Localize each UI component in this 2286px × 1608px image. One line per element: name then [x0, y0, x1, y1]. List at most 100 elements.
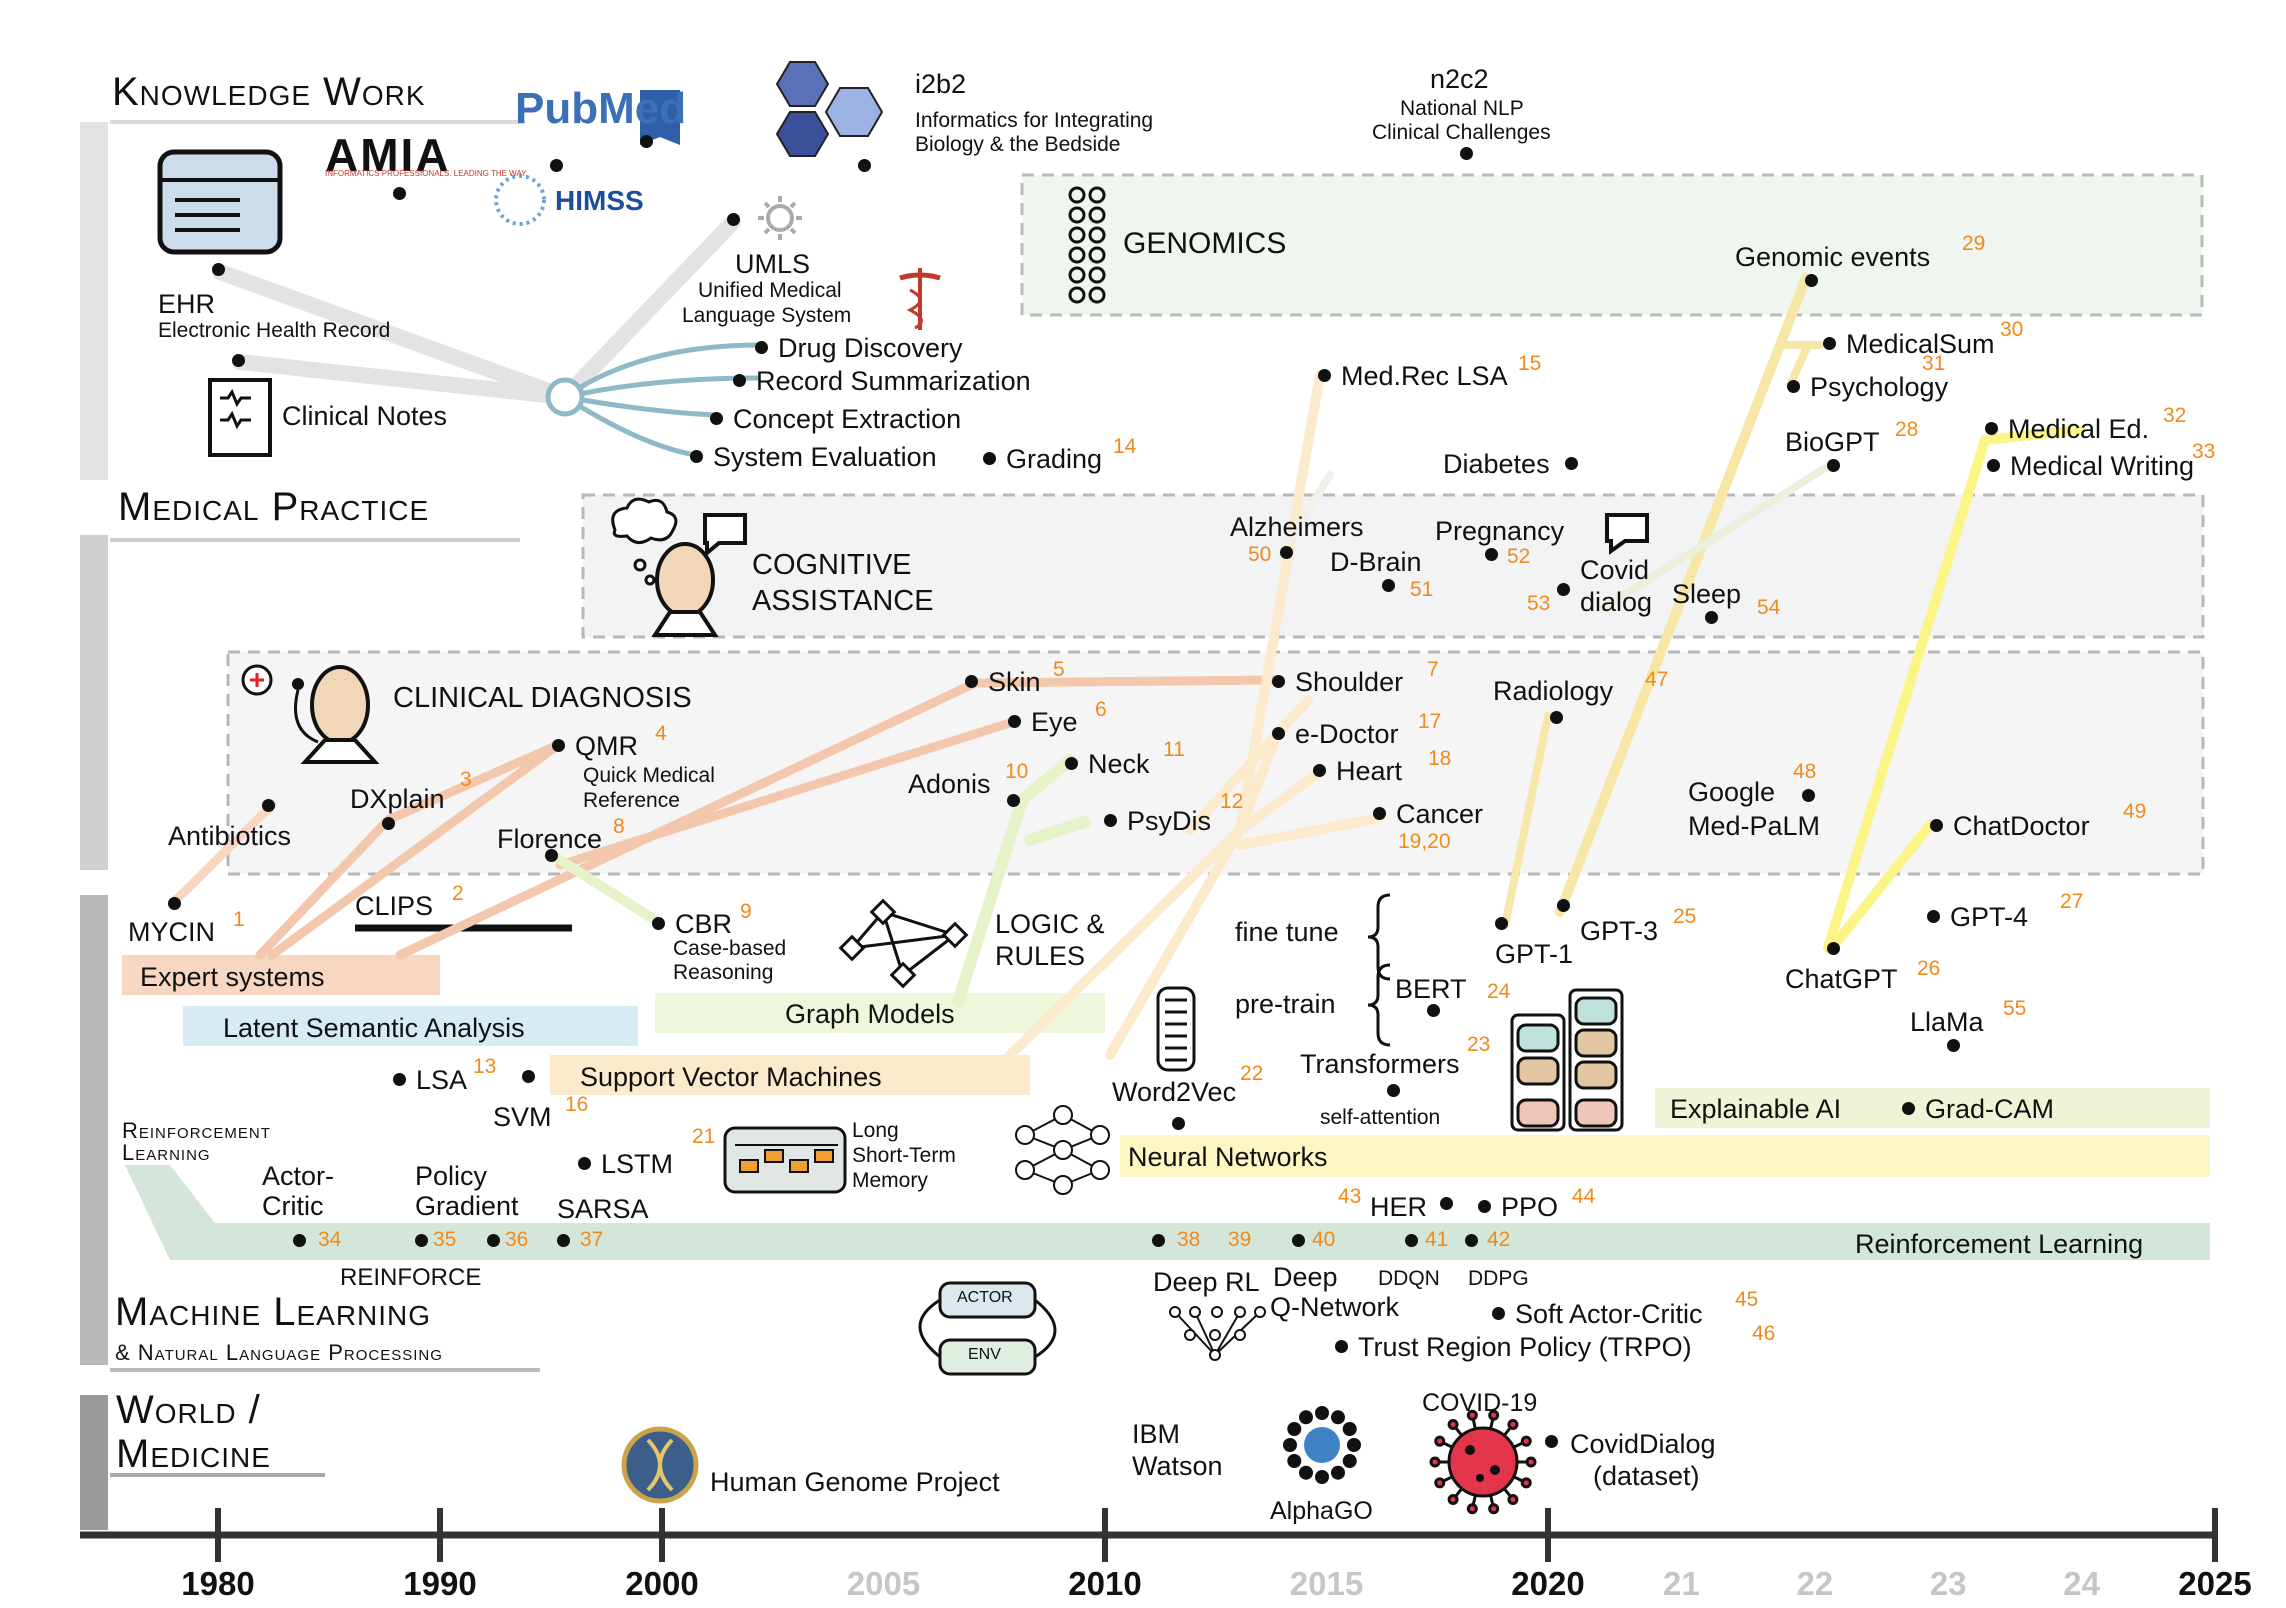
medrec-lsa-ref: 15 — [1518, 352, 1542, 375]
virus-spike-tip — [1488, 1409, 1500, 1421]
covid19-label: COVID-19 — [1422, 1389, 1538, 1417]
neural-networks-label: Neural Networks — [1128, 1142, 1328, 1172]
self-attention-label: self-attention — [1320, 1106, 1441, 1129]
ppo-ref: 44 — [1572, 1185, 1596, 1208]
gpt4-label: GPT-4 — [1927, 903, 2028, 932]
dxplain-label: DXplain — [350, 784, 445, 814]
her-ref: 43 — [1338, 1185, 1362, 1208]
chatdoctor-ref: 49 — [2123, 800, 2147, 823]
bert-label: BERT — [1395, 974, 1467, 1004]
pregnancy-dot — [1485, 549, 1508, 566]
neck-ref: 11 — [1163, 738, 1185, 761]
axis-label-1990: 1990 — [403, 1565, 477, 1602]
diagnosis-panel — [226, 650, 2205, 876]
i2b2-logo — [775, 61, 884, 157]
covid-dialog-bubble-icon — [1605, 513, 1649, 555]
section-rl-line1: Reinforcement — [122, 1118, 271, 1143]
lsa-band-label: Latent Semantic Analysis — [223, 1013, 525, 1043]
cognitive-title-2: ASSISTANCE — [752, 585, 934, 617]
amia-logo: AMIA — [325, 129, 451, 181]
lstm-ref: 21 — [692, 1125, 716, 1148]
virus-spike-tip — [1447, 1494, 1459, 1506]
diabetes-dot — [1565, 458, 1588, 475]
florence-dot — [545, 850, 568, 867]
actor-critic-label-1: Actor- — [262, 1161, 335, 1191]
amia-tagline: INFORMATICS PROFESSIONALS. LEADING THE W… — [325, 169, 528, 178]
shoulder-ref: 7 — [1427, 658, 1439, 681]
dxplain-dot — [382, 818, 405, 835]
diagnosis-title: CLINICAL DIAGNOSIS — [393, 682, 692, 714]
logic-rules-label-2: RULES — [995, 941, 1086, 971]
genomic-events-ref: 29 — [1962, 232, 1986, 255]
axis-label-2005: 2005 — [846, 1565, 921, 1602]
alzheimers-ref: 50 — [1248, 543, 1272, 566]
virus-spike-tip — [1525, 1456, 1537, 1468]
cbr-label: CBR — [652, 910, 732, 939]
axis-label-1980: 1980 — [181, 1565, 255, 1602]
graph-models-band — [655, 993, 1105, 1033]
gradcam-label: Grad-CAM — [1902, 1095, 2054, 1124]
actor-box-label: ACTOR — [957, 1289, 1013, 1306]
reinforce-label: REINFORCE — [340, 1264, 482, 1291]
axis-label-2025: 2025 — [2178, 1565, 2252, 1602]
pre-train-label: pre-train — [1235, 989, 1336, 1019]
umls-desc-1: Unified Medical — [698, 279, 842, 302]
record-summarization-label: Record Summarization — [733, 367, 1031, 396]
google-dot — [1802, 790, 1825, 807]
alphago-stone — [1315, 1470, 1329, 1484]
psychology-ref: 31 — [1922, 352, 1946, 375]
virus-spike-tip — [1434, 1435, 1446, 1447]
axis-label-23: 23 — [1929, 1565, 1967, 1602]
virus-spike-tip — [1429, 1456, 1441, 1468]
section-world-medicine-line1: World / — [116, 1388, 261, 1432]
trpo-ref: 46 — [1752, 1322, 1776, 1345]
skin-label: Skin — [965, 668, 1041, 697]
virus-spike-tip — [1434, 1477, 1446, 1489]
alphago-stone — [1287, 1422, 1302, 1436]
word2vec-label: Word2Vec — [1112, 1077, 1237, 1107]
doctor-icon — [241, 664, 380, 764]
lsa-ref: 13 — [473, 1055, 497, 1078]
antibiotics-label: Antibiotics — [168, 821, 292, 851]
chatgpt-label: ChatGPT — [1785, 964, 1898, 994]
florence-ref: 8 — [613, 815, 625, 838]
knowledge-hub — [545, 377, 585, 417]
her-label: HER — [1370, 1192, 1428, 1222]
cancer-ref: 19,20 — [1398, 830, 1451, 853]
heart-label: Heart — [1313, 757, 1402, 786]
transformer-icon — [1510, 988, 1624, 1132]
virus-spike-tip — [1507, 1494, 1519, 1506]
medrec-lsa-label: Med.Rec LSA — [1318, 362, 1508, 391]
i2b2-dot — [858, 160, 881, 177]
drug-discovery-label: Drug Discovery — [755, 334, 963, 363]
heart-ref: 18 — [1428, 747, 1452, 770]
lsa-label: LSA — [393, 1066, 467, 1095]
alphago-stone — [1331, 1465, 1345, 1480]
lsa-band — [183, 1006, 638, 1046]
actor-critic-label-2: Critic — [262, 1191, 324, 1221]
genomic-events-label: Genomic events — [1735, 242, 1931, 272]
himss-logo: HIMSS — [555, 185, 644, 216]
axis-label-21: 21 — [1663, 1565, 1700, 1602]
ppo-label: PPO — [1478, 1193, 1558, 1222]
medicalsum-ref: 30 — [2000, 318, 2024, 341]
cbr-desc-1: Case-based — [673, 937, 787, 960]
n2c2-desc-1: National NLP — [1400, 97, 1524, 120]
llama-ref: 55 — [2003, 997, 2027, 1020]
concept-extraction-label: Concept Extraction — [710, 405, 961, 434]
neck-label: Neck — [1065, 750, 1150, 779]
cognitive-title-1: COGNITIVE — [752, 549, 912, 581]
psydis-ref: 12 — [1220, 790, 1244, 813]
her-dot — [1440, 1198, 1463, 1215]
alphago-stone — [1342, 1422, 1357, 1436]
alphago-stone — [1287, 1454, 1302, 1468]
bert-ref: 24 — [1487, 980, 1511, 1003]
svm-band — [550, 1055, 1030, 1095]
pregnancy-label: Pregnancy — [1435, 516, 1565, 546]
world-section-bar — [80, 1395, 108, 1530]
gpt1-label: GPT-1 — [1495, 939, 1574, 969]
axis-label-2000: 2000 — [625, 1565, 699, 1602]
coviddialog-label-1: CovidDialog — [1570, 1429, 1716, 1459]
google-ref: 48 — [1793, 760, 1817, 783]
n2c2-label: n2c2 — [1430, 64, 1489, 94]
